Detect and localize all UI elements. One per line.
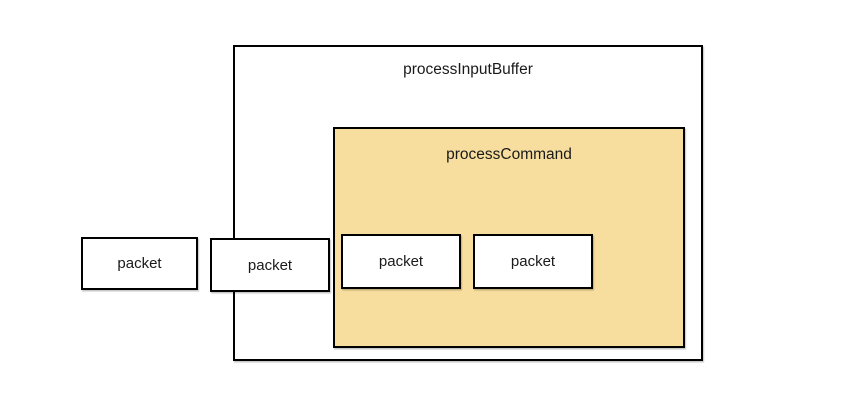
packet-label: packet xyxy=(117,255,162,272)
packet-box-in-process-command: packet xyxy=(473,234,593,289)
packet-label: packet xyxy=(378,253,424,270)
packet-label: packet xyxy=(247,256,293,274)
packet-label: packet xyxy=(510,253,556,270)
process-input-buffer-box: processInputBuffer processCommand xyxy=(233,45,703,361)
packet-box-on-buffer-edge: packet xyxy=(210,238,330,292)
process-input-buffer-label: processInputBuffer xyxy=(403,61,533,78)
packet-box-outside: packet xyxy=(81,237,198,290)
packet-box-in-process-command: packet xyxy=(341,234,461,289)
process-command-label: processCommand xyxy=(446,146,572,163)
